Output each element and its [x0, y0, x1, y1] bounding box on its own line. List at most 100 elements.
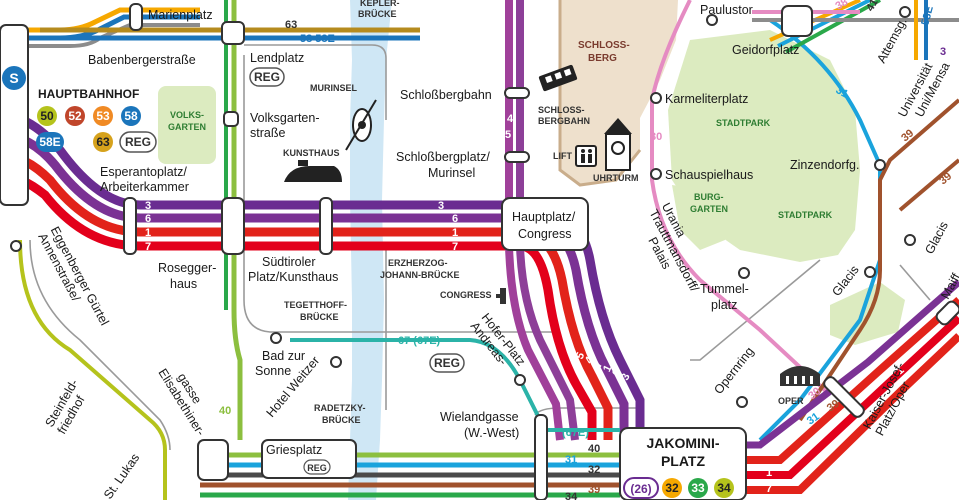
label-karmeliter: Karmeliterplatz — [665, 92, 748, 106]
landmark-oper: OPER — [778, 396, 804, 406]
kunsthaus-icon — [284, 160, 342, 182]
landmark-schlossbergbahn-1: SCHLOSS- — [538, 105, 585, 115]
badge-reg-andreas-text: REG — [434, 356, 460, 370]
line-label-6-a: 6 — [145, 213, 151, 225]
line-label-31-c: 31 — [805, 411, 822, 428]
station-glacis-2[interactable] — [904, 234, 916, 246]
badge-reg-gries — [303, 459, 331, 475]
station-wielandgasse[interactable] — [534, 414, 548, 500]
label-volksgarten-2: straße — [250, 126, 285, 140]
line-label-7-b: 7 — [452, 241, 458, 253]
label-schauspielhaus: Schauspielhaus — [665, 168, 753, 182]
station-zinzendorf[interactable] — [874, 159, 886, 171]
label-esperanto-1: Esperantoplatz/ — [100, 165, 187, 179]
label-hauptplatz-1: Hauptplatz/ — [512, 210, 576, 224]
jakomini-badges: (26) 32 33 34 — [623, 477, 734, 499]
label-wielandgasse-2: (W.-West) — [464, 426, 519, 440]
label-volksgarten-1: Volksgarten- — [250, 111, 319, 125]
station-marienplatz[interactable] — [129, 3, 143, 31]
line-5-curve — [505, 245, 564, 441]
label-marienplatz: Marienplatz — [148, 8, 213, 22]
station-karmeliter[interactable] — [650, 92, 662, 104]
streets — [29, 44, 931, 451]
station-schlossbergplatz[interactable] — [504, 151, 530, 163]
badge-58e — [36, 132, 64, 152]
landmark-labels: SCHLOSS- BERG VOLKS- GARTEN STADTPARK ST… — [168, 0, 833, 425]
station-geidorfplatz[interactable] — [781, 5, 813, 37]
label-tummelplatz-1: Tummel- — [700, 282, 749, 296]
landmark-icons — [284, 64, 820, 386]
station-elisabethiner[interactable] — [197, 439, 229, 481]
label-wielandgasse-1: Wielandgasse — [440, 410, 519, 424]
station-hauptplatz[interactable] — [501, 197, 589, 251]
label-geidorfplatz: Geidorfplatz — [732, 43, 799, 57]
station-andreashofer[interactable] — [514, 374, 526, 386]
badge-50 — [37, 106, 57, 126]
landmark-schlossberg-1: SCHLOSS- — [578, 40, 630, 51]
label-stlukas: St. Lukas — [101, 451, 142, 500]
label-elisabethiner: Elisabethiner- gasse — [155, 366, 207, 438]
station-opernring[interactable] — [736, 396, 748, 408]
line-label-34-b: 34 — [565, 491, 578, 500]
station-paulustor[interactable] — [706, 14, 718, 26]
station-griesplatz[interactable] — [261, 439, 357, 479]
badge-26-text: (26) — [630, 482, 651, 496]
badge-53 — [93, 106, 113, 126]
station-lendplatz[interactable] — [221, 21, 245, 45]
line-label-4: 4 — [507, 113, 514, 125]
badge-50-text: 50 — [40, 109, 54, 123]
sbahn-icon: S — [2, 66, 26, 90]
station-annenstrasse[interactable] — [10, 240, 22, 252]
landmark-volksgarten-2: GARTEN — [168, 122, 206, 132]
background-areas — [158, 0, 905, 500]
landmark-schlossberg-2: BERG — [588, 53, 617, 64]
line-label-40-b: 40 — [588, 443, 600, 455]
station-hotelweitzer[interactable] — [330, 356, 342, 368]
line-label-41: 41 — [864, 0, 881, 13]
station-attemsg[interactable] — [899, 6, 911, 18]
label-rosegger-2: haus — [170, 277, 197, 291]
station-kaiserjosef[interactable] — [822, 375, 866, 419]
landmark-erzherzog-2: JOHANN-BRÜCKE — [380, 270, 460, 280]
line-label-40-v: 40 — [219, 405, 231, 417]
label-rosegger-1: Rosegger- — [158, 261, 216, 275]
station-suedtiroler[interactable] — [319, 197, 333, 255]
congress-icon — [496, 288, 506, 304]
station-glacis[interactable] — [864, 266, 876, 278]
label-hauptplatz-2: Congress — [518, 227, 572, 241]
line-label-5: 5 — [505, 129, 511, 141]
svg-text:S: S — [9, 70, 18, 86]
label-schlossbergplatz-2: Murinsel — [428, 166, 475, 180]
curve-label-3: 3 — [619, 372, 632, 383]
label-steinfeld: Steinfeld- friedhof — [42, 377, 87, 437]
station-schauspielhaus[interactable] — [650, 168, 662, 180]
line-39-track-2 — [898, 158, 959, 212]
label-badzursonne-2: Sonne — [255, 364, 291, 378]
label-jakomini-1: JAKOMINI- — [646, 435, 719, 451]
landmark-stadtpark-2: STADTPARK — [778, 210, 833, 220]
station-schlossbergbahn[interactable] — [504, 87, 530, 99]
line-label-39-b2: 39 — [937, 170, 954, 187]
station-roseggerhaus[interactable] — [221, 197, 245, 255]
station-tummelplatz[interactable] — [738, 267, 750, 279]
hbf-badges: 50 52 53 58 58E 63 REG — [36, 106, 157, 153]
line-label-39-c: 39 — [825, 398, 842, 415]
label-zinzendorf: Zinzendorfg. — [790, 158, 859, 172]
landmark-congress: CONGRESS — [440, 290, 492, 300]
label-suedtiroler-2: Platz/Kunsthaus — [248, 270, 338, 284]
label-opernring: Opernring — [711, 344, 756, 396]
station-maiff[interactable] — [935, 300, 959, 327]
badge-33-text: 33 — [691, 481, 705, 495]
line-top-right-green — [785, 0, 881, 54]
reg-badges: REG REG REG — [249, 67, 465, 475]
curve-label-4: 4 — [583, 354, 597, 365]
label-suedtiroler-1: Südtiroler — [262, 255, 316, 269]
station-volksgarten[interactable] — [223, 111, 239, 127]
landmark-kepler-2: BRÜCKE — [358, 9, 397, 19]
station-badzursonne[interactable] — [270, 332, 282, 344]
station-hbf[interactable] — [0, 24, 29, 206]
label-jakomini-2: PLATZ — [661, 453, 706, 469]
funicular-icon — [538, 64, 578, 92]
station-esperanto[interactable] — [123, 197, 137, 255]
